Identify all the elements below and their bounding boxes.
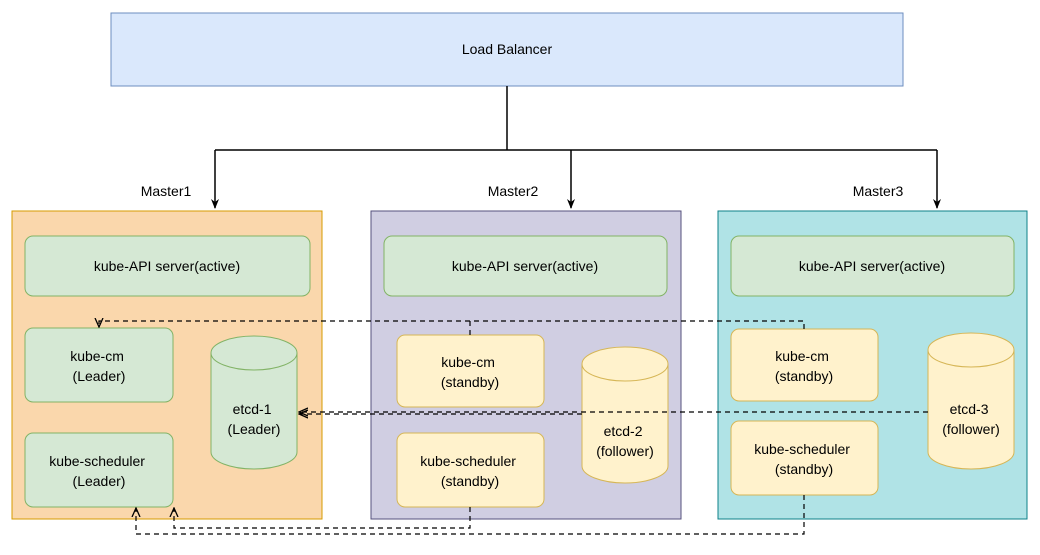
master1-etcd-role: (Leader) [228, 421, 281, 437]
svg-text:kube-cm (standby): kube-cm (standby) [775, 348, 833, 384]
master2-kube-scheduler: kube-scheduler (standby) [396, 432, 545, 508]
master3-cm-role: (standby) [775, 368, 833, 384]
load-balancer-label: Load Balancer [462, 41, 553, 57]
master1-scheduler-role: (Leader) [73, 473, 126, 489]
svg-text:kube-cm (Leader): kube-cm (Leader) [70, 348, 128, 384]
master2-title: Master2 [488, 183, 539, 199]
master3-api-server-label: kube-API server(active) [799, 258, 945, 274]
master2-scheduler-name: kube-scheduler [420, 453, 516, 469]
master2-api-server: kube-API server(active) [383, 235, 668, 297]
scheduler2-to-leader-arrow [174, 507, 471, 529]
master1-etcd-name: etcd-1 [233, 401, 272, 417]
master2-api-server-label: kube-API server(active) [452, 258, 598, 274]
master3-kube-cm: kube-cm (standby) [730, 328, 879, 402]
load-balancer-box [110, 12, 904, 87]
master2-etcd-role: (follower) [596, 443, 654, 459]
master2-cm-name: kube-cm [441, 354, 495, 370]
svg-text:kube-cm (standby): kube-cm (standby) [441, 354, 499, 390]
svg-text:etcd-2 (follower): etcd-2 (follower) [596, 423, 654, 459]
master3-kube-scheduler: kube-scheduler (standby) [730, 420, 879, 496]
master3-api-server: kube-API server(active) [730, 235, 1015, 297]
master1-kube-scheduler: kube-scheduler (Leader) [24, 432, 174, 508]
master3-scheduler-role: (standby) [775, 461, 833, 477]
master2-cm-role: (standby) [441, 374, 499, 390]
svg-text:etcd-3 (follower): etcd-3 (follower) [942, 401, 1000, 437]
master1-cm-name: kube-cm [70, 348, 124, 364]
master2-kube-cm: kube-cm (standby) [396, 334, 545, 408]
master1-scheduler-name: kube-scheduler [49, 453, 145, 469]
master1-cm-role: (Leader) [73, 368, 126, 384]
scheduler3-to-leader-arrow [136, 495, 805, 535]
master2-etcd-name: etcd-2 [604, 423, 643, 439]
master3-etcd-cylinder: etcd-3 (follower) [927, 332, 1015, 470]
master3-etcd-name: etcd-3 [950, 401, 989, 417]
svg-text:kube-scheduler (standby): kube-scheduler (standby) [420, 453, 520, 489]
leader-election-connectors [99, 321, 928, 535]
svg-text:etcd-1 (Leader): etcd-1 (Leader) [228, 401, 281, 437]
master3-title: Master3 [853, 183, 904, 199]
master2-scheduler-role: (standby) [441, 473, 499, 489]
master3-cm-name: kube-cm [775, 348, 829, 364]
master3-etcd-role: (follower) [942, 421, 1000, 437]
svg-text:kube-scheduler (Leader): kube-scheduler (Leader) [49, 453, 149, 489]
load-balancer-connectors [211, 86, 941, 209]
master1-kube-cm: kube-cm (Leader) [24, 327, 174, 403]
master1-api-server: kube-API server(active) [24, 235, 311, 297]
master1-title: Master1 [141, 183, 192, 199]
master3-scheduler-name: kube-scheduler [754, 441, 850, 457]
master1-api-server-label: kube-API server(active) [94, 258, 240, 274]
master1-etcd-cylinder: etcd-1 (Leader) [210, 335, 298, 470]
svg-text:kube-scheduler (standby): kube-scheduler (standby) [754, 441, 854, 477]
master2-etcd-cylinder: etcd-2 (follower) [581, 346, 669, 484]
cm-to-leader-cm-arrow [99, 321, 805, 329]
